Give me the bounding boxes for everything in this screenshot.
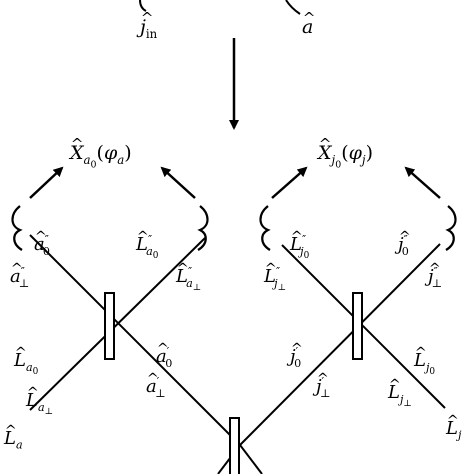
label-La0: La0 bbox=[14, 346, 38, 377]
label-X-a: Xa0(φa) bbox=[70, 137, 132, 170]
label-aperp-prime: a′⊥ bbox=[146, 372, 166, 399]
detector-left-inner bbox=[197, 205, 209, 251]
label-a0-double-prime: a″0 bbox=[34, 230, 50, 257]
beam-splitter-right bbox=[352, 292, 363, 360]
label-a0-prime: a′0 bbox=[156, 342, 172, 369]
beam-bottom-right bbox=[239, 444, 263, 474]
beam-right-b bbox=[281, 244, 446, 409]
detector-left-outer bbox=[11, 205, 23, 251]
label-Laperp-double-prime: L″a⊥ bbox=[176, 262, 201, 293]
label-j-in: jin bbox=[140, 11, 157, 41]
detector-right-inner bbox=[445, 205, 457, 251]
label-La: La bbox=[4, 424, 23, 451]
label-j0-double-prime: j″0 bbox=[398, 230, 410, 257]
label-Laperp: La⊥ bbox=[26, 386, 53, 417]
arrow-left-in bbox=[160, 166, 196, 199]
label-jperp-double-prime: j″⊥ bbox=[428, 262, 442, 289]
beam-splitter-left bbox=[104, 292, 115, 360]
arrow-right-in bbox=[404, 166, 441, 199]
label-Ljperp-double-prime: L″j⊥ bbox=[264, 262, 286, 293]
arrow-left-out bbox=[29, 166, 64, 199]
label-Lj0-double-prime: L″j0 bbox=[290, 230, 309, 261]
beam-right-a bbox=[239, 243, 441, 446]
label-j0-prime: j′0 bbox=[290, 342, 302, 369]
label-aperp-double-prime: a″⊥ bbox=[10, 262, 29, 289]
label-jperp-prime: j′⊥ bbox=[316, 372, 331, 399]
beam-left-b bbox=[29, 234, 241, 446]
label-Lj: Lj bbox=[446, 414, 461, 441]
label-a-top: a bbox=[302, 11, 316, 37]
label-X-j: Xj0(φj) bbox=[318, 137, 373, 170]
beam-curve-a bbox=[285, 0, 301, 15]
label-La0-double-prime: L″a0 bbox=[136, 230, 158, 261]
detector-right-outer bbox=[259, 205, 271, 251]
label-Ljperp: Lj⊥ bbox=[388, 378, 412, 409]
beam-splitter-bottom bbox=[229, 417, 240, 474]
arrow-right-out bbox=[271, 166, 308, 199]
label-Lj0: Lj0 bbox=[414, 346, 435, 377]
